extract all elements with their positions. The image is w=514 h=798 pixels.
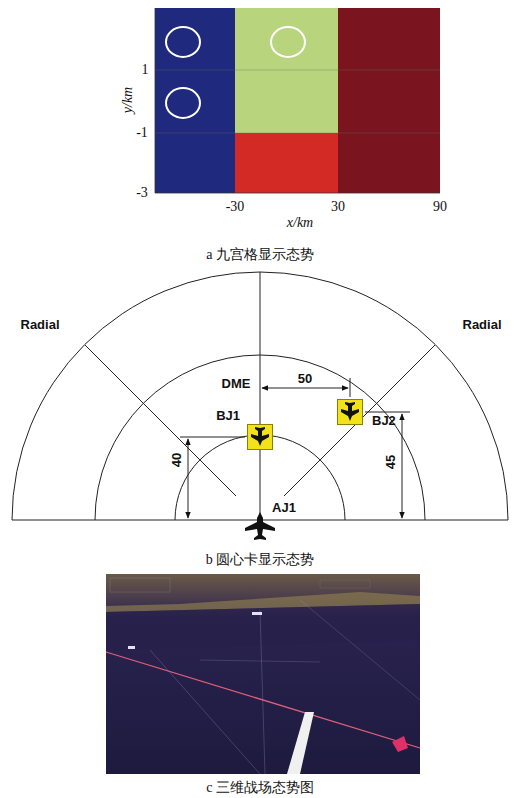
dimension: 45 (384, 455, 397, 469)
caption: b 圆心卡显示态势 (206, 553, 315, 567)
axis-tick: 1 (142, 63, 149, 77)
axis-tick: 90 (433, 200, 447, 214)
aircraft-symbol (338, 400, 362, 424)
axis-title: x/km (287, 216, 313, 230)
axis-tick: -3 (136, 186, 148, 200)
own-aircraft (245, 512, 275, 540)
caption: a 九宫格显示态势 (206, 248, 314, 262)
target-label: BJ2 (372, 414, 396, 427)
compass-card (12, 272, 508, 520)
target-label: BJ1 (216, 409, 240, 422)
radial-label: Radial (462, 318, 501, 331)
target-box: BJ1 (247, 424, 273, 450)
axis-tick: -30 (226, 200, 245, 214)
aircraft-symbol (248, 425, 272, 449)
dme-label: DME (222, 377, 251, 390)
axis-tick: -1 (136, 126, 148, 140)
aircraft-label: AJ1 (272, 501, 296, 514)
target-box: BJ2 (337, 399, 363, 425)
radial-label: Radial (20, 318, 59, 331)
dimension: 50 (298, 372, 312, 385)
grid-map (155, 8, 440, 193)
caption: c 三维战场态势图 (206, 781, 314, 795)
axis-tick: 30 (331, 200, 345, 214)
axis-title: y/km (121, 87, 135, 113)
dimension: 40 (170, 453, 183, 467)
3d-scene (106, 574, 420, 774)
